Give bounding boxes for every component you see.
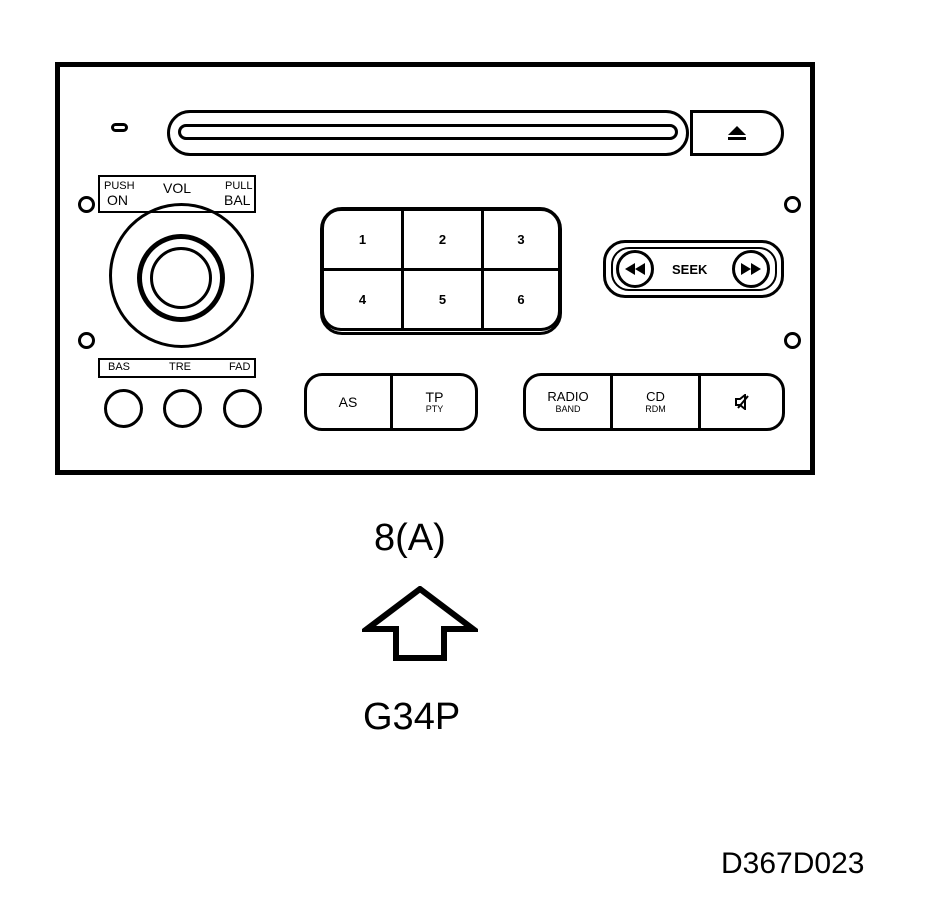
preset-label: 2 xyxy=(438,232,447,247)
mounting-hole xyxy=(78,196,95,213)
treble-knob[interactable] xyxy=(163,389,202,428)
radio-band-button[interactable]: RADIO BAND xyxy=(525,375,611,429)
bass-knob[interactable] xyxy=(104,389,143,428)
seek-label: SEEK xyxy=(672,262,708,277)
fader-knob[interactable] xyxy=(223,389,262,428)
preset-label: 4 xyxy=(358,292,367,307)
up-arrow-icon xyxy=(362,586,478,661)
mounting-hole xyxy=(78,332,95,349)
preset-button-1[interactable]: 1 xyxy=(321,208,404,271)
mounting-hole xyxy=(784,332,801,349)
vol-label: VOL xyxy=(163,180,192,196)
preset-button-4[interactable]: 4 xyxy=(321,268,404,331)
cd-slot xyxy=(167,110,689,156)
seek-control xyxy=(603,240,784,298)
button-divider xyxy=(390,375,393,429)
volume-knob[interactable] xyxy=(109,203,254,348)
tp-button[interactable]: TP PTY xyxy=(393,375,476,429)
mute-button[interactable] xyxy=(701,375,783,429)
fad-label: FAD xyxy=(229,361,251,373)
mute-icon xyxy=(735,394,749,410)
tre-label: TRE xyxy=(169,361,191,373)
radio-label: RADIO xyxy=(547,388,589,404)
volume-knob-center xyxy=(150,247,212,309)
figure-code: D367D023 xyxy=(721,847,865,880)
tp-label: TP xyxy=(425,388,444,405)
seek-control-inner xyxy=(611,247,777,291)
fast-forward-icon xyxy=(741,263,761,275)
rdm-label: RDM xyxy=(645,403,666,414)
source-button-group xyxy=(523,373,785,431)
cd-label: CD xyxy=(646,388,665,404)
eject-icon xyxy=(728,126,746,140)
button-divider xyxy=(698,375,701,429)
preset-label: 5 xyxy=(438,292,447,307)
as-button[interactable]: AS xyxy=(306,375,390,429)
seek-back-button[interactable] xyxy=(616,250,654,288)
push-label: PUSH xyxy=(104,180,135,192)
eject-button[interactable] xyxy=(690,110,784,156)
band-label: BAND xyxy=(555,403,581,414)
preset-button-3[interactable]: 3 xyxy=(481,208,561,271)
seek-forward-button[interactable] xyxy=(732,250,770,288)
tone-label-box xyxy=(98,358,256,378)
preset-button-2[interactable]: 2 xyxy=(401,208,484,271)
bas-label: BAS xyxy=(108,361,131,373)
preset-label: 3 xyxy=(517,232,525,247)
cd-slot-opening xyxy=(178,124,678,140)
on-label: ON xyxy=(107,192,128,208)
pull-label: PULL xyxy=(225,180,253,192)
cd-rdm-button[interactable]: CD RDM xyxy=(613,375,698,429)
volume-knob-ring xyxy=(137,234,225,322)
rewind-icon xyxy=(625,263,645,275)
indicator-led xyxy=(111,123,128,132)
button-divider xyxy=(610,375,613,429)
view-label: G34P xyxy=(363,696,461,738)
as-label: AS xyxy=(338,394,358,410)
preset-button-6[interactable]: 6 xyxy=(481,268,561,331)
bal-label: BAL xyxy=(224,192,251,208)
preset-button-5[interactable]: 5 xyxy=(401,268,484,331)
preset-label: 6 xyxy=(517,292,525,307)
mounting-hole xyxy=(784,196,801,213)
pty-label: PTY xyxy=(425,403,444,414)
preset-label: 1 xyxy=(358,232,367,247)
connector-label: 8(A) xyxy=(374,517,446,559)
as-tp-button-group xyxy=(304,373,478,431)
